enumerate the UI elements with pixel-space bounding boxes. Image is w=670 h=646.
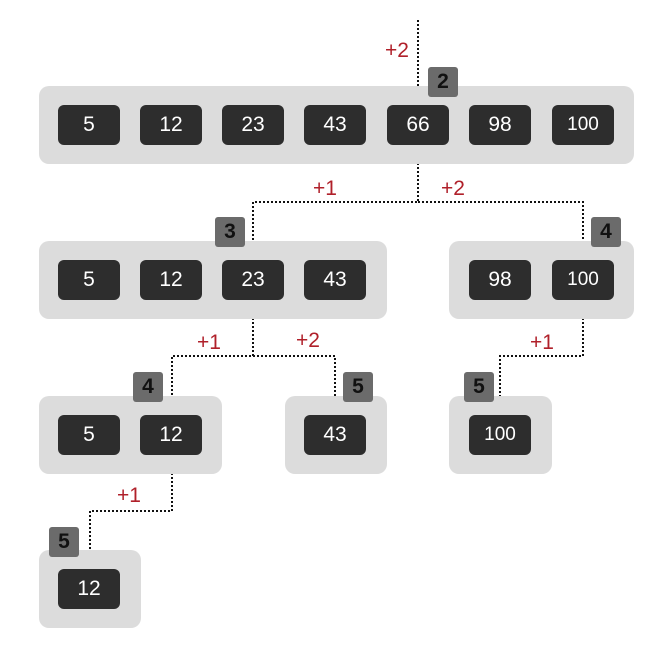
level3-cell: 12 xyxy=(58,569,120,609)
level2-mid-node-badge: 5 xyxy=(343,372,373,402)
edge-root-to-left xyxy=(249,147,419,257)
level2-right-node-badge: 5 xyxy=(464,372,494,402)
level1-right-node-badge: 4 xyxy=(591,217,621,247)
level1-left-cell: 5 xyxy=(58,260,120,300)
edge-left-to-l2mid xyxy=(253,355,339,412)
level1-left-cell: 43 xyxy=(304,260,366,300)
edge-label-l1right-l2right: +1 xyxy=(530,331,554,354)
edge-root-to-right xyxy=(418,201,587,257)
edge-right-to-l2right xyxy=(496,302,584,412)
level1-left-cell: 12 xyxy=(140,260,202,300)
root-cell: 98 xyxy=(469,105,531,145)
edge-l2left-to-l3 xyxy=(86,457,173,567)
edge-label-l1left-l2mid: +2 xyxy=(296,329,320,352)
level3-node-badge: 5 xyxy=(49,527,79,557)
level2-mid-cell: 43 xyxy=(304,415,366,455)
root-cell: 43 xyxy=(304,105,366,145)
edge-label-root-right: +2 xyxy=(441,177,465,200)
level2-right-cell: 100 xyxy=(469,415,531,455)
root-cell: 100 xyxy=(552,105,614,145)
level2-left-cell: 12 xyxy=(140,415,202,455)
level2-left-node-badge: 4 xyxy=(133,372,163,402)
root-cell: 12 xyxy=(140,105,202,145)
level1-left-node-badge: 3 xyxy=(215,217,245,247)
level1-left-cell: 23 xyxy=(222,260,284,300)
root-cell: 23 xyxy=(222,105,284,145)
edge-label-root-left: +1 xyxy=(313,177,337,200)
edge-label-l1left-l2left: +1 xyxy=(197,331,221,354)
entry-edge-label: +2 xyxy=(385,39,409,62)
level2-left-cell: 5 xyxy=(58,415,120,455)
level1-right-cell: 100 xyxy=(552,260,614,300)
root-node-badge: 2 xyxy=(428,67,458,97)
level1-right-cell: 98 xyxy=(469,260,531,300)
root-cell: 5 xyxy=(58,105,120,145)
root-cell: 66 xyxy=(387,105,449,145)
edge-label-l2left-l3: +1 xyxy=(117,484,141,507)
